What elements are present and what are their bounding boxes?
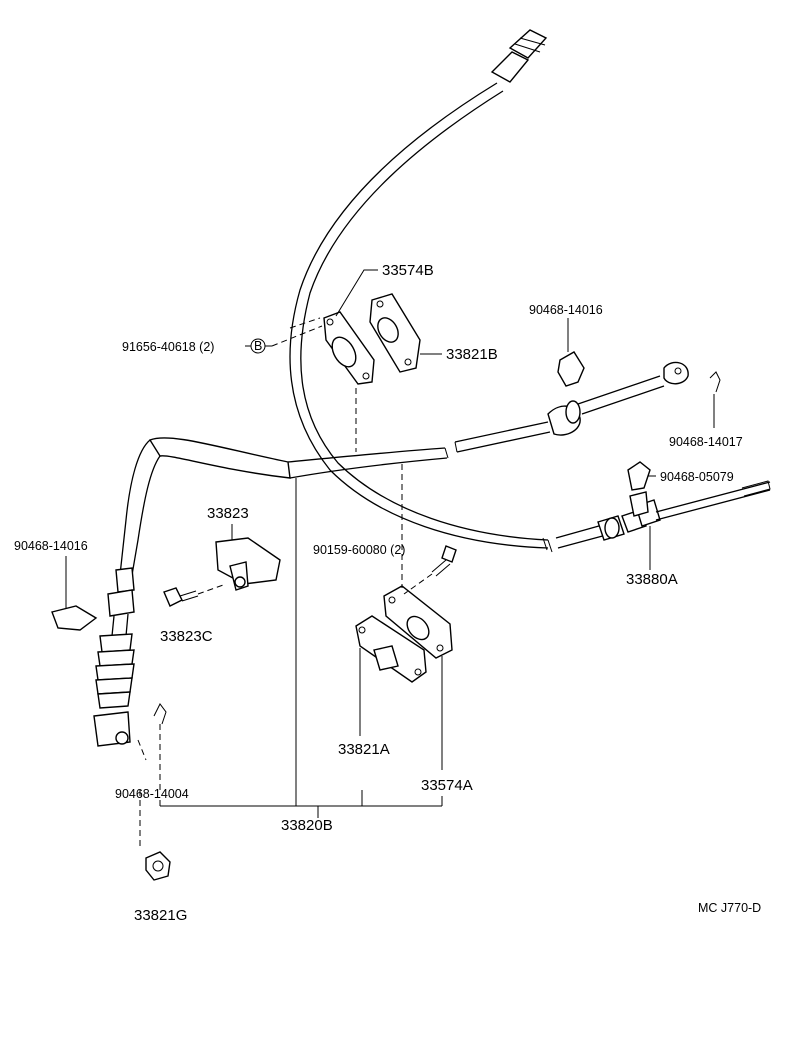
label-33821g: 33821G: [134, 907, 187, 924]
label-33821b: 33821B: [446, 346, 498, 363]
left-cable-run: [51, 437, 291, 881]
label-33823: 33823: [207, 505, 249, 522]
clip-90468-14004: [153, 703, 167, 725]
label-33821a: 33821A: [338, 741, 390, 758]
label-91656-40618: 91656-40618 (2): [122, 340, 214, 354]
nut-33821g: [145, 851, 171, 881]
bolt-33823c: [163, 583, 227, 607]
clip-90468-05079: [627, 461, 651, 491]
cable-end-top: [490, 51, 530, 83]
label-33574b: 33574B: [382, 262, 434, 279]
label-33823c: 33823C: [160, 628, 213, 645]
bolt-marker-b: B: [254, 339, 262, 353]
cable-bellows: [95, 633, 135, 709]
lower-cable: [287, 351, 721, 479]
lower-right-cable-end: [555, 461, 771, 549]
label-90468-14016-left: 90468-14016: [14, 539, 88, 553]
label-90468-14004: 90468-14004: [115, 787, 189, 801]
label-90468-14016-top: 90468-14016: [529, 303, 603, 317]
grommet-33821b: [369, 293, 421, 373]
bracket-33823: [215, 524, 281, 591]
bracket-33821a: [355, 615, 427, 683]
label-33820b: 33820B: [281, 817, 333, 834]
grommet-33574b: [323, 311, 375, 385]
label-90468-05079: 90468-05079: [660, 470, 734, 484]
diagram-code: MC J770-D: [698, 901, 761, 915]
assembly-bracket-33820b: [159, 478, 443, 818]
label-33880a: 33880A: [626, 571, 678, 588]
upper-cable: [289, 29, 553, 553]
label-90468-14017: 90468-14017: [669, 435, 743, 449]
clip-90468-14016-left: [51, 605, 98, 631]
label-33574a: 33574A: [421, 777, 473, 794]
pin-90468-14017: [709, 371, 721, 393]
bolt-90159: [403, 545, 457, 595]
label-90159-60080: 90159-60080 (2): [313, 543, 405, 557]
clip-90468-14016-top: [557, 351, 585, 387]
